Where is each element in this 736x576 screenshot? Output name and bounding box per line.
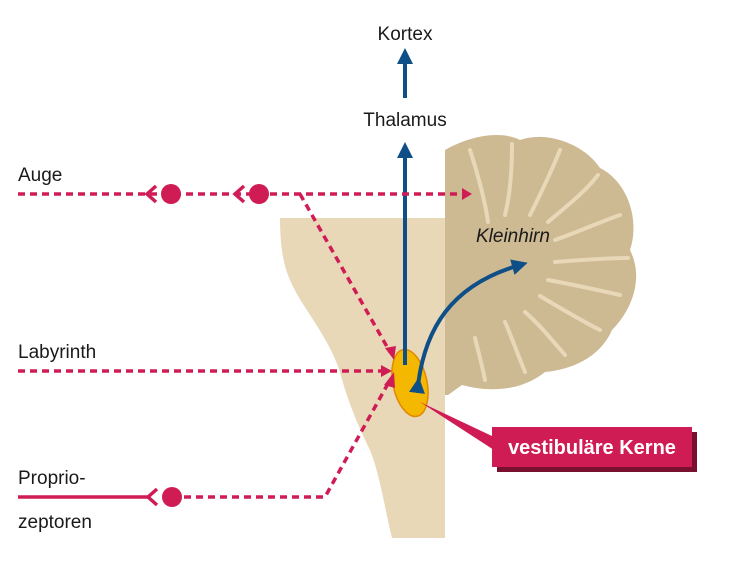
kleinhirn-label: Kleinhirn [476, 226, 550, 247]
proprio-label-line2: zeptoren [18, 512, 92, 533]
vestibular-nuclei-label: vestibuläre Kerne [508, 437, 676, 459]
auge-synapse-1 [144, 184, 181, 204]
cerebellum-shape [445, 135, 637, 396]
proprio-label-line1: Proprio- [18, 468, 86, 489]
proprio-synapse [145, 487, 182, 507]
callout-box [492, 427, 692, 467]
cerebellum-loop-arrow [409, 259, 528, 394]
labyrinth-arrow-head [381, 365, 392, 377]
labyrinth-label: Labyrinth [18, 342, 96, 363]
auge-to-nuclei-pathway [298, 193, 392, 353]
auge-arrow-head [462, 188, 472, 200]
auge-branch-arrow-head [385, 346, 396, 360]
auge-synapse-2 [232, 184, 269, 204]
thalamus-label: Thalamus [363, 110, 446, 131]
proprio-arrow-head [384, 372, 395, 388]
auge-label: Auge [18, 165, 62, 186]
kortex-label: Kortex [378, 24, 433, 45]
callout-pointer [420, 402, 494, 450]
proprio-dashed-pathway [184, 379, 392, 499]
